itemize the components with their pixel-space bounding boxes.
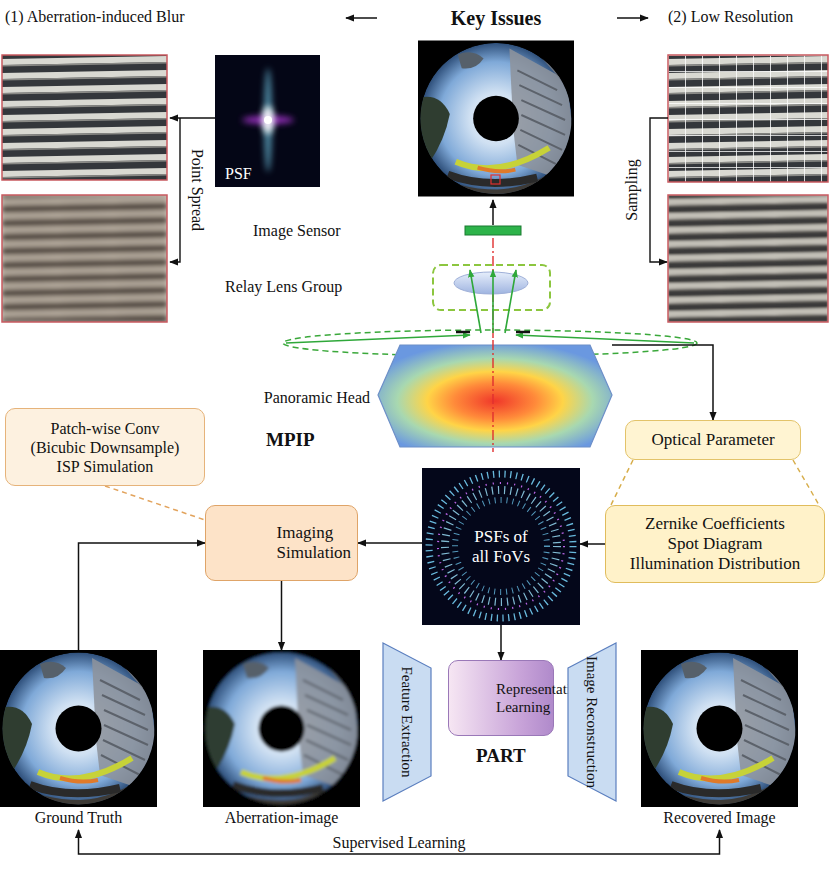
annotation-label: Point Spread [188, 149, 207, 231]
sensor-arrow [492, 200, 494, 225]
psf-field-image: PSFs of all FoVs [422, 468, 580, 625]
node-label: PSFs of all FoVs [472, 527, 531, 567]
panoramic-image [418, 41, 574, 197]
optical-axis [492, 238, 493, 338]
psf-ring [438, 483, 564, 609]
connector-arrow [79, 830, 720, 854]
image-sensor [465, 226, 521, 235]
optical-axis [492, 340, 493, 452]
node-label: PSF [225, 164, 252, 183]
aperture-stop [456, 331, 470, 334]
psf-image: PSF [215, 55, 320, 187]
node-label: Recovered Image [641, 808, 798, 827]
light-ray [470, 270, 481, 333]
node-label: Panoramic Head [264, 388, 370, 407]
dashed-connector [611, 460, 633, 505]
connector-arrow [580, 543, 605, 545]
direction-arrow [346, 17, 377, 19]
psf-field-background [422, 468, 580, 625]
node-label: Image Reconstruction [583, 656, 601, 788]
light-ray [492, 270, 494, 333]
key-issues-panel: Key Issues [418, 4, 574, 197]
connector-arrow [500, 625, 502, 660]
trapezoid-body [383, 643, 431, 801]
light-ray [286, 335, 470, 343]
low-resolution-image [668, 195, 828, 322]
annotation-label: Image Sensor [253, 221, 341, 240]
callout-line [793, 460, 819, 505]
relay-lens [454, 272, 528, 294]
decoder-trapezoid: Image Reconstruction [567, 642, 617, 802]
pixel-grid [668, 55, 828, 182]
light-ray [516, 335, 694, 343]
panoramic-head-body [378, 345, 612, 447]
edge-label: Supervised Learning [330, 833, 469, 852]
annotation-label: Relay Lens Group [225, 277, 342, 296]
psf-ring [445, 490, 557, 602]
connector-arrow [79, 543, 206, 650]
direction-arrow [617, 17, 648, 19]
zoom-marker [491, 175, 500, 184]
node-label: Patch-wise Conv (Bicubic Downsample) ISP… [31, 419, 180, 476]
image-panel: Ground Truth [0, 650, 157, 830]
psf-illustration [215, 55, 320, 187]
ground-truth-image [0, 650, 157, 807]
node-label: Feature Extraction [398, 666, 416, 777]
relay-lens-frame [433, 265, 550, 310]
parameter-box: Zernike Coefficients Spot Diagram Illumi… [605, 505, 825, 583]
node-label: Imaging Simulation [277, 523, 287, 563]
lens-head-shape [378, 340, 612, 452]
psf-ring [429, 474, 573, 618]
light-ray [505, 270, 516, 333]
connector-arrow [358, 542, 422, 544]
node-label: Zernike Coefficients Spot Diagram Illumi… [630, 514, 801, 574]
node-label: Key Issues [418, 6, 574, 30]
section-label: MPIP [266, 428, 315, 451]
network-box: Representation Learning [448, 660, 554, 736]
leader-arrow [170, 118, 180, 262]
aperture-stop [516, 331, 530, 334]
annotation-label: (2) Low Resolution [668, 7, 793, 26]
aberration-image-picture [203, 650, 360, 807]
sharp-image [2, 55, 167, 180]
node-label: Representation Learning [496, 680, 506, 716]
parameter-box: Optical Parameter [625, 420, 801, 460]
recovered-image-picture [641, 650, 798, 807]
image-border [2, 195, 167, 322]
connector-arrow [612, 345, 713, 420]
image-panel: Recovered Image [641, 650, 798, 830]
psf-ring [455, 500, 547, 592]
connector-arrow [281, 581, 283, 650]
blurred-image [2, 195, 167, 322]
annotation-label: Sampling [622, 159, 641, 220]
encoder-trapezoid: Feature Extraction [382, 642, 432, 802]
leader-arrow [170, 117, 215, 118]
panoramic-head: Panoramic Head [378, 340, 612, 452]
node-label: Optical Parameter [651, 430, 774, 450]
node-label: Aberration-image [203, 808, 360, 827]
leader-arrow [650, 118, 668, 262]
node-label: Ground Truth [0, 808, 157, 827]
annotation-label: (1) Aberration-induced Blur [5, 7, 185, 26]
trapezoid-body [568, 643, 616, 801]
sampled-image [668, 55, 828, 182]
image-border [668, 195, 828, 322]
process-box: Patch-wise Conv (Bicubic Downsample) ISP… [5, 408, 205, 486]
image-border [668, 55, 828, 182]
process-box: Imaging Simulation [205, 505, 358, 581]
dashed-connector [105, 486, 205, 520]
image-panel: Aberration-image [203, 650, 360, 830]
section-label: PART [476, 744, 526, 767]
image-border [2, 55, 167, 180]
